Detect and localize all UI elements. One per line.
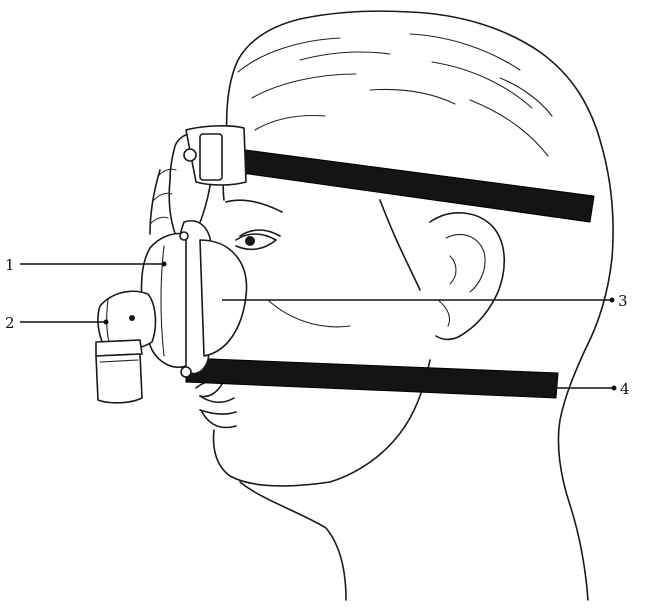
callout-3: 3 [222, 292, 628, 310]
callout-label-3: 3 [618, 292, 628, 310]
callout-label-4: 4 [620, 380, 630, 398]
lower-headgear-strap [186, 358, 558, 398]
head-outline [227, 11, 614, 600]
callout-2: 2 [5, 314, 109, 332]
callout-label-1: 1 [5, 256, 15, 274]
ear [430, 213, 504, 340]
callout-label-2: 2 [5, 314, 15, 332]
upper-headgear-strap [206, 145, 594, 222]
